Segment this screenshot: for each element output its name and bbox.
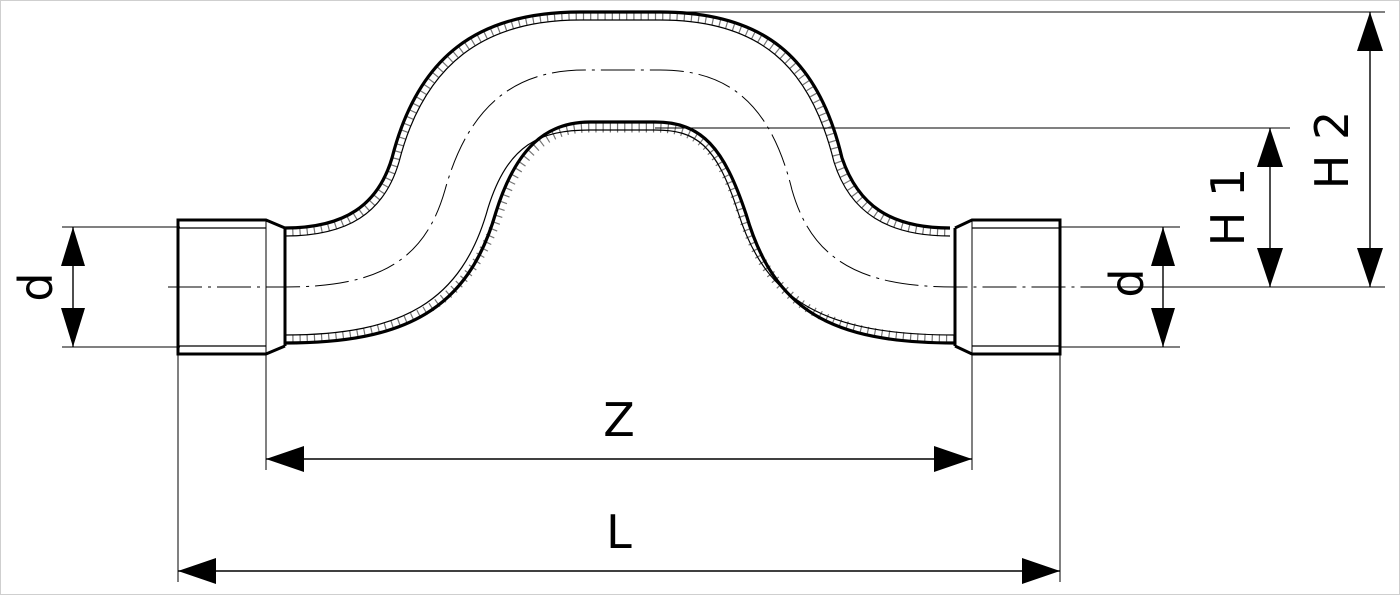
pipe-body: [284, 10, 956, 345]
outer-wall-hatch: [284, 11, 951, 237]
arrow-down: [61, 308, 85, 347]
dimension-d-left: d: [9, 227, 85, 347]
inner-contour: [284, 120, 956, 345]
dimension-d-right: d: [1100, 227, 1175, 347]
pipe-centerline: [168, 69, 1090, 288]
dimension-h1: H 1: [1201, 128, 1283, 287]
label-h1: H 1: [1201, 168, 1255, 246]
centerlines: [168, 69, 1090, 288]
arrow-up: [1257, 128, 1283, 167]
label-l: L: [606, 505, 632, 559]
arrow-down: [1257, 248, 1283, 287]
arrow-down: [1151, 308, 1175, 347]
arrow-down: [1357, 248, 1383, 287]
outer-contour-inner: [284, 19, 951, 237]
arrow-up: [1357, 12, 1383, 51]
dimension-h2: H 2: [1305, 12, 1383, 287]
label-d-right: d: [1100, 268, 1154, 297]
arrow-right: [934, 446, 972, 472]
arrow-left: [178, 558, 216, 584]
arrow-up: [1151, 227, 1175, 266]
dimension-z: Z: [266, 393, 972, 472]
outer-contour: [284, 10, 951, 230]
label-z: Z: [603, 393, 635, 447]
dimension-l: L: [178, 505, 1060, 584]
label-d-left: d: [9, 272, 63, 301]
arrow-left: [266, 446, 304, 472]
label-h2: H 2: [1305, 111, 1359, 189]
inner-wall-hatch: [284, 123, 956, 344]
arrow-up: [61, 227, 85, 266]
arrow-right: [1022, 558, 1060, 584]
extension-lines: [62, 11, 1385, 582]
inner-contour-inner: [284, 129, 956, 336]
